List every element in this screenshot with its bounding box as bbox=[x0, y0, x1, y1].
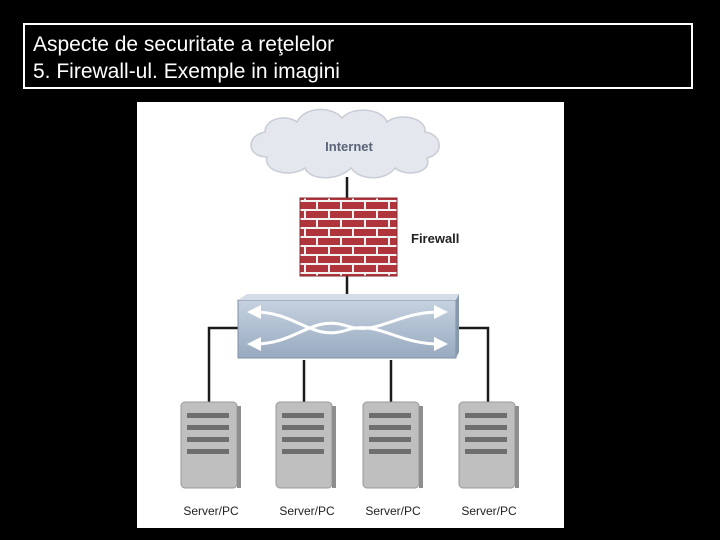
server-label-4: Server/PC bbox=[461, 504, 517, 518]
firewall-icon: Firewall bbox=[299, 197, 459, 277]
slide-title-line-1: Aspecte de securitate a reţelelor bbox=[33, 33, 335, 56]
internet-label: Internet bbox=[325, 139, 373, 154]
connection-lines bbox=[207, 177, 490, 402]
slide-title-line-2: 5. Firewall-ul. Exemple in imagini bbox=[33, 60, 340, 83]
server-label-2: Server/PC bbox=[279, 504, 335, 518]
diagram-canvas: Internet Firewall bbox=[180, 108, 519, 518]
server-label-3: Server/PC bbox=[365, 504, 421, 518]
network-diagram: Internet Firewall bbox=[137, 102, 564, 528]
internet-cloud-icon: Internet bbox=[250, 108, 440, 179]
server-icon-1 bbox=[180, 401, 241, 489]
slide-title-box: Aspecte de securitate a reţelelor 5. Fir… bbox=[23, 23, 693, 89]
server-icon-2 bbox=[275, 401, 336, 489]
server-label-1: Server/PC bbox=[183, 504, 239, 518]
network-switch-icon bbox=[237, 294, 459, 359]
server-icon-3 bbox=[362, 401, 423, 489]
firewall-label: Firewall bbox=[411, 231, 459, 246]
server-icon-4 bbox=[458, 401, 519, 489]
